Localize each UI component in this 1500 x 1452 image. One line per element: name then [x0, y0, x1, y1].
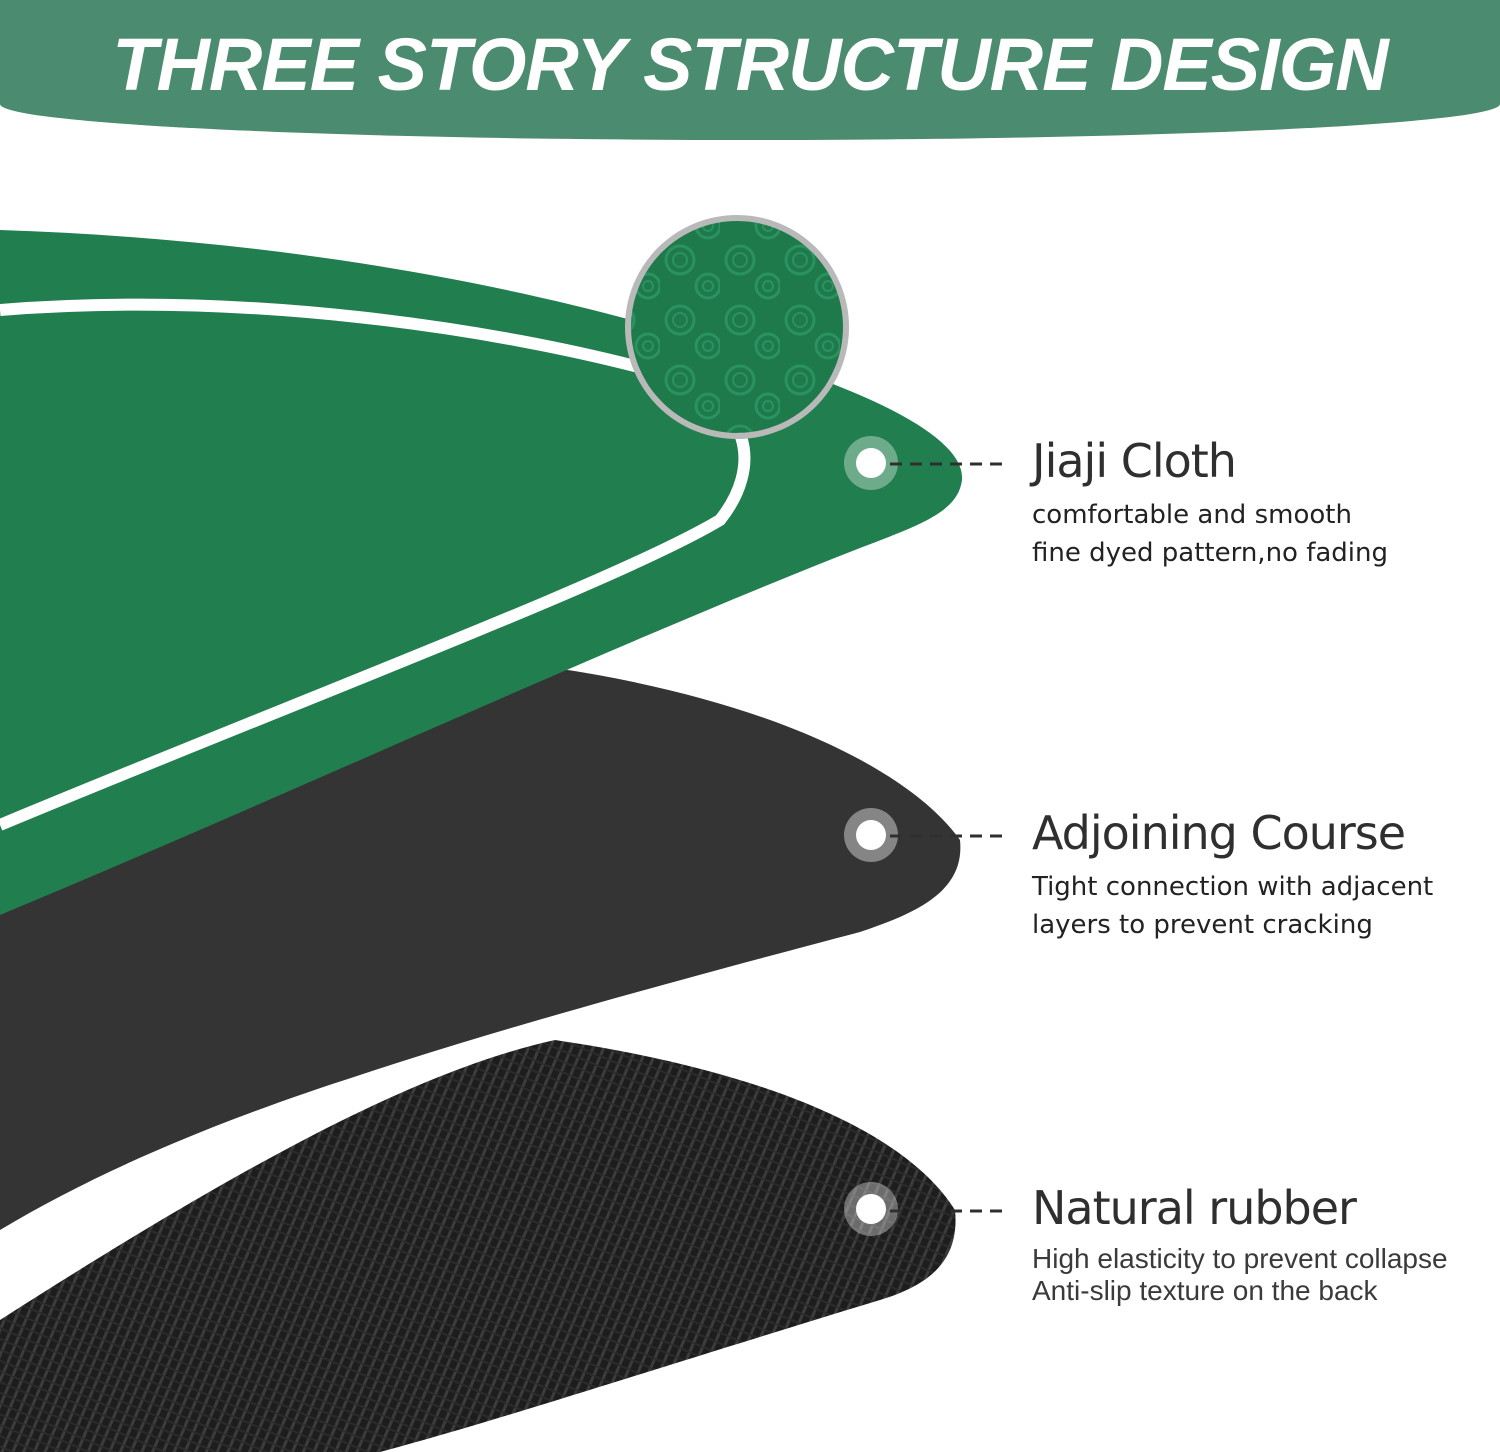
label-adjoining-course: Adjoining Course Tight connection with a… — [1032, 810, 1492, 944]
page-title: THREE STORY STRUCTURE DESIGN — [112, 23, 1388, 106]
layer-title: Natural rubber — [1032, 1181, 1357, 1235]
header-banner — [0, 0, 1500, 140]
layer-desc-line: Tight connection with adjacent — [1032, 872, 1434, 902]
layer-title: Adjoining Course — [1032, 806, 1406, 860]
layer-desc-line: layers to prevent cracking — [1032, 910, 1373, 940]
label-jiaji-cloth: Jiaji Cloth comfortable and smooth fine … — [1032, 438, 1492, 572]
marker-dot-adjoining — [844, 808, 898, 862]
layer-desc-line: fine dyed pattern,no fading — [1032, 538, 1389, 568]
layer-desc-line: Anti-slip texture on the back — [1032, 1275, 1378, 1306]
marker-dot-rubber — [844, 1182, 898, 1236]
fabric-zoom-circle — [625, 215, 849, 439]
layer-desc-line: comfortable and smooth — [1032, 500, 1352, 530]
layer-desc-line: High elasticity to prevent collapse — [1032, 1243, 1448, 1274]
rubber-layer — [0, 1040, 956, 1452]
marker-dot-cloth — [844, 436, 898, 490]
label-natural-rubber: Natural rubber High elasticity to preven… — [1032, 1185, 1492, 1307]
cloth-white-line — [0, 298, 751, 831]
layer-title: Jiaji Cloth — [1032, 434, 1237, 488]
